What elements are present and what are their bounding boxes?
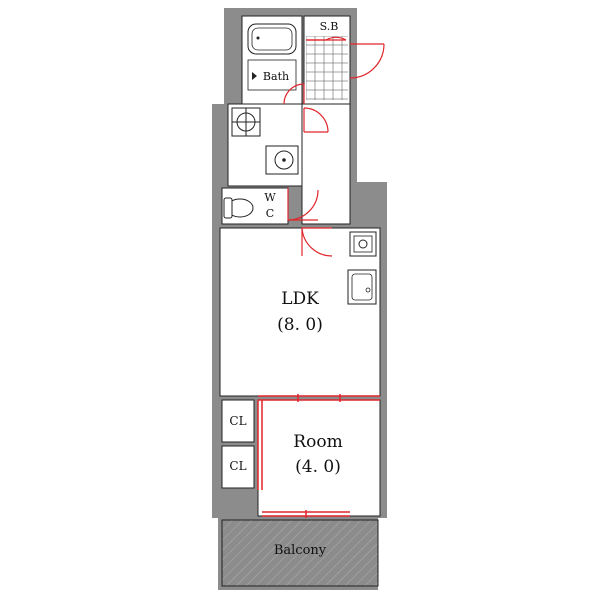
wc-door[interactable] <box>287 188 319 221</box>
sb-door[interactable] <box>306 36 347 41</box>
balcony-window[interactable] <box>262 510 350 518</box>
wc-label-top: W <box>264 191 276 204</box>
ldk-label: LDK <box>281 289 319 309</box>
bath-door[interactable] <box>283 83 305 105</box>
ldk-size: (8. 0) <box>277 315 323 335</box>
room-label: Room <box>293 432 342 452</box>
bath-label: Bath <box>263 70 289 83</box>
balcony-label: Balcony <box>274 543 327 558</box>
sink-icon <box>347 269 377 305</box>
room-size: (4. 0) <box>295 457 341 477</box>
wc-label-bottom: C <box>266 207 274 220</box>
bedroom <box>257 399 381 517</box>
toilet-icon <box>223 197 254 219</box>
closet-2-label: CL <box>229 459 246 473</box>
closet-2-room <box>221 445 255 489</box>
play-icon <box>252 72 257 80</box>
washbasin-icon <box>265 145 299 175</box>
sb-grid <box>306 36 348 100</box>
balcony-area <box>221 519 379 587</box>
bathtub <box>247 23 297 55</box>
ldk-door[interactable] <box>301 227 333 257</box>
sliding-partition[interactable] <box>257 394 380 490</box>
storage-label: S.B <box>320 20 339 33</box>
washer-icon <box>231 107 261 137</box>
storage-door[interactable] <box>349 43 385 79</box>
closet-1-label: CL <box>229 414 246 428</box>
stove-icon <box>349 231 377 257</box>
closet-1-room <box>221 399 255 443</box>
hall-door[interactable] <box>303 107 329 133</box>
